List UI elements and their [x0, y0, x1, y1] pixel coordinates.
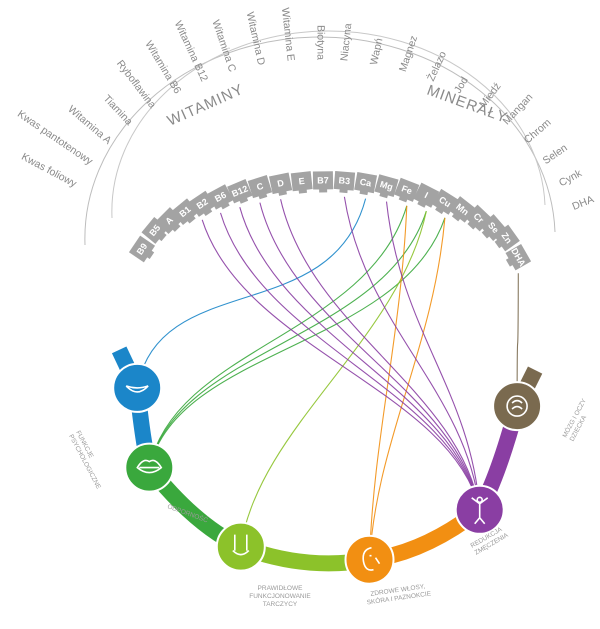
nutrient-tab-shape	[413, 182, 440, 208]
nutrient-tab-label: D	[276, 178, 285, 189]
connection-curve	[219, 212, 481, 510]
nutrient-tab-shape	[394, 177, 420, 203]
function-node	[344, 534, 395, 585]
function-label: MÓZG I OCZYDZIECKA	[560, 396, 595, 443]
connection-curve	[368, 217, 446, 560]
nutrient-tab-shape	[493, 224, 520, 252]
nutrient-name-label: Selen	[541, 142, 570, 167]
function-label-line: PRAWIDŁOWE	[258, 585, 304, 592]
nutrient-tab-label: B6	[213, 190, 228, 204]
connection-curve	[148, 211, 427, 468]
function-node-circle	[215, 521, 266, 572]
function-node	[492, 381, 543, 432]
nutrient-tab-label: C	[255, 181, 265, 193]
nutrient-tab-shape	[207, 184, 234, 210]
nutrient-tab-label: Ca	[359, 177, 373, 189]
nutrient-tab: B9	[128, 235, 156, 263]
thyroid-icon	[232, 534, 250, 556]
nutrient-tab: I	[413, 182, 440, 208]
function-node	[112, 362, 163, 413]
nutrient-name-label: Wapń	[368, 37, 386, 66]
nutrient-tab-shape	[128, 235, 156, 263]
function-label-line: TARCZYCY	[263, 601, 298, 608]
connection-curve	[280, 199, 481, 510]
nutrient-name-label: Witamina C	[209, 18, 238, 74]
nutrient-name-label: Chrom	[522, 116, 554, 146]
nutrient-tab-label: E	[298, 176, 305, 187]
connection-curve	[136, 198, 367, 389]
nutrient-tab-label: I	[423, 190, 430, 200]
nutrient-tab-shape	[505, 244, 532, 271]
nutrient-name-label: Witamina A	[65, 103, 113, 147]
function-node	[215, 521, 266, 572]
nutrient-tab: D	[268, 172, 293, 196]
nutrient-tab: C	[247, 175, 273, 200]
nutrient-tab-shape	[374, 174, 399, 199]
nutrient-tab: Ca	[354, 171, 378, 196]
function-node	[454, 484, 505, 535]
function-ring	[111, 346, 543, 585]
connection-curve	[343, 196, 481, 510]
function-label: FUNKCJEPSYCHOLOGICZNE	[67, 430, 109, 491]
nutrient-tab-shape	[290, 171, 313, 194]
connection-curve	[201, 219, 481, 510]
connection-curve	[239, 207, 481, 510]
nutrient-tab-label: B7	[317, 175, 329, 185]
nutrient-name-label: Witamina E	[279, 7, 297, 62]
nutrient-name-label: Niacyna	[338, 23, 354, 62]
outer-guide-arc	[84, 36, 556, 246]
nutrient-tab: B7	[312, 171, 334, 193]
nutrient-name-label: Cynk	[557, 167, 584, 189]
nutrient-tab-shape	[227, 179, 253, 204]
nutrient-tab-shape	[247, 175, 273, 200]
connection-curve	[148, 205, 408, 468]
stretch-icon	[471, 496, 489, 525]
nutrient-name-label: Żelazo	[424, 49, 449, 83]
function-node-circle	[344, 534, 395, 585]
nutrient-name-label: Ryboflawina	[114, 58, 158, 111]
nutrient-tab-shape	[188, 190, 216, 217]
nutrient-tab-label: Fe	[400, 183, 413, 196]
nutrient-name-label: Biotyna	[314, 25, 326, 60]
nutrient-name-label: Witamina B12	[172, 19, 210, 83]
function-label-line: FUNKCJONOWANIE	[249, 593, 311, 600]
nutrient-tab: Fe	[394, 177, 420, 203]
nutrient-tab: B3	[333, 170, 356, 194]
nutrient-tab: B2	[188, 190, 216, 217]
nutrient-tab-shape	[354, 171, 378, 196]
inner-guide-arc	[111, 30, 546, 219]
nutrient-tab-shape	[333, 170, 356, 194]
function-label: ZDROWE WŁOSY,SKÓRA I PAZNOKCIE	[365, 582, 432, 606]
connection-curve	[148, 217, 446, 468]
connection-curve	[368, 205, 408, 560]
nutrient-name-label: Tiamina	[101, 93, 135, 128]
nutrient-tab-label: Mg	[379, 179, 394, 192]
connection-curve	[259, 202, 481, 510]
nutrient-name-label: Kwas foliowy	[19, 151, 79, 190]
nutrient-tab: B6	[207, 184, 234, 210]
shield-icon	[136, 459, 163, 474]
nutrient-tab: DHA	[505, 244, 532, 271]
connection-curve	[385, 201, 481, 510]
connection-curve	[516, 273, 519, 407]
nutrient-tab: E	[290, 171, 313, 194]
nutrient-tab-shape	[312, 171, 334, 193]
nutrient-tab-label: B3	[338, 175, 350, 186]
nutrient-tab: Mg	[374, 174, 399, 199]
brain-icon	[506, 395, 528, 417]
mouth-icon	[125, 385, 149, 393]
nutrient-tab-shape	[268, 172, 293, 196]
nutrient-tab: Zn	[493, 224, 520, 252]
connection-curves	[136, 196, 519, 560]
nutrient-name-label: Magnez	[397, 34, 420, 73]
function-node	[124, 442, 175, 493]
nutrient-name-label: DHA	[571, 193, 596, 212]
connection-curve	[240, 211, 427, 547]
nutrient-name-label: Witamina B6	[142, 39, 183, 96]
nutrient-tab: B12	[227, 179, 253, 204]
face-icon	[362, 546, 381, 571]
